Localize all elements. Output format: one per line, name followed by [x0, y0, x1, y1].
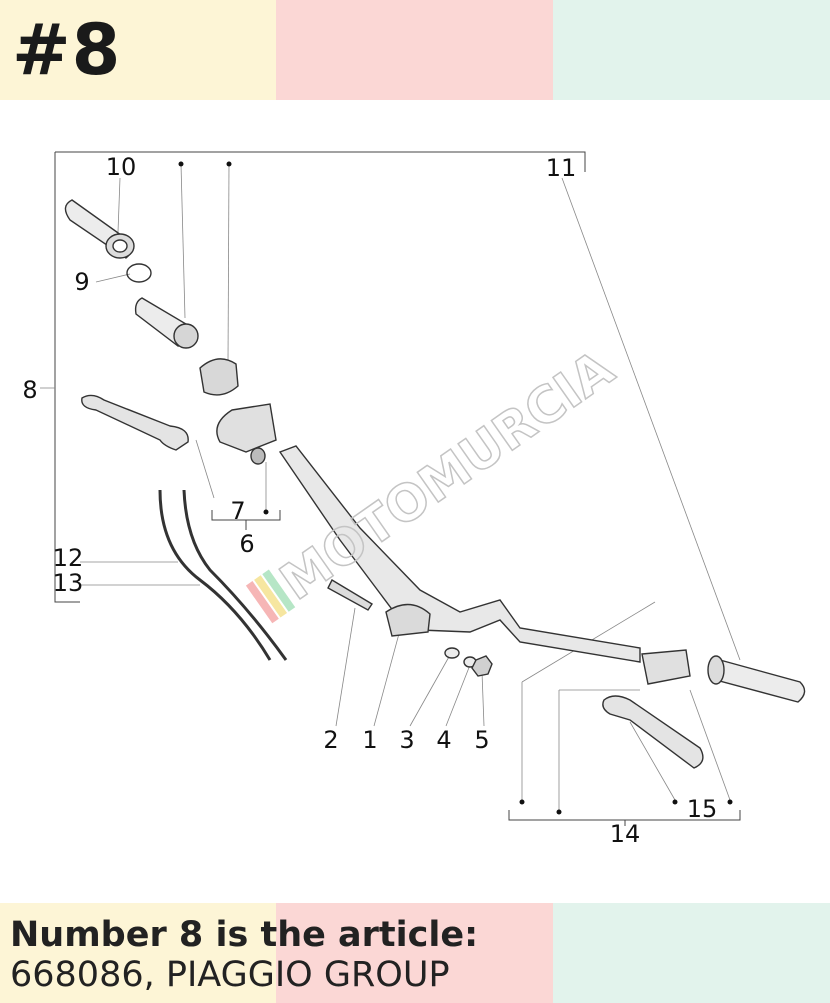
bracket-7-6 [211, 510, 281, 530]
right-lever [602, 695, 704, 769]
watermark-text: MOTOMURCIA [270, 339, 624, 611]
callout-14: 14 [610, 820, 641, 848]
callout-12: 12 [53, 544, 84, 572]
parts [64, 199, 806, 769]
callout-11: 11 [546, 154, 577, 182]
caption-article-number: 668086, PIAGGIO GROUP [10, 955, 450, 995]
washer-3 [444, 647, 460, 659]
header-band-yellow [0, 0, 276, 100]
bolt-2 [327, 579, 373, 611]
callout-1: 1 [362, 726, 377, 754]
watermark: MOTOMURCIA [245, 338, 625, 624]
header-band [0, 0, 830, 100]
ring-9 [126, 263, 152, 283]
callout-labels: 2 1 3 4 5 6 7 8 9 10 11 12 13 14 15 [22, 153, 717, 848]
clamp-1 [385, 603, 431, 637]
exploded-parts-diagram: MOTOMURCIA 2 1 3 4 5 6 7 8 9 10 11 12 13… [22, 151, 806, 848]
callout-4: 4 [436, 726, 451, 754]
footer-band [0, 903, 830, 1003]
callout-5: 5 [474, 726, 489, 754]
nut-5 [471, 655, 493, 677]
part-reference-number: #8 [12, 9, 122, 91]
master-cylinder [216, 403, 277, 453]
callout-6: 6 [239, 530, 254, 558]
header-band-mint [553, 0, 830, 100]
left-lever [81, 394, 189, 451]
cable-13 [182, 489, 288, 661]
callout-8: 8 [22, 376, 37, 404]
callout-10: 10 [106, 153, 137, 181]
callout-15: 15 [687, 795, 718, 823]
right-grip [712, 659, 806, 703]
footer-band-mint [553, 903, 830, 1003]
cable-12 [158, 489, 272, 661]
callout-3: 3 [399, 726, 414, 754]
bracket-14 [508, 810, 741, 826]
footer-band-yellow [0, 903, 276, 1003]
caption-article-heading: Number 8 is the article: [10, 915, 479, 955]
callout-9: 9 [74, 268, 89, 296]
switch-housing [199, 358, 239, 396]
leader-dots [178, 161, 733, 815]
bracket-8 [54, 151, 586, 603]
right-lever-bracket [641, 649, 691, 685]
callout-13: 13 [53, 569, 84, 597]
callout-7: 7 [230, 497, 245, 525]
footer-band-pink [276, 903, 553, 1003]
leader-lines [40, 163, 741, 810]
callout-2: 2 [323, 726, 338, 754]
throttle-tube [134, 297, 187, 348]
header-band-pink [276, 0, 553, 100]
